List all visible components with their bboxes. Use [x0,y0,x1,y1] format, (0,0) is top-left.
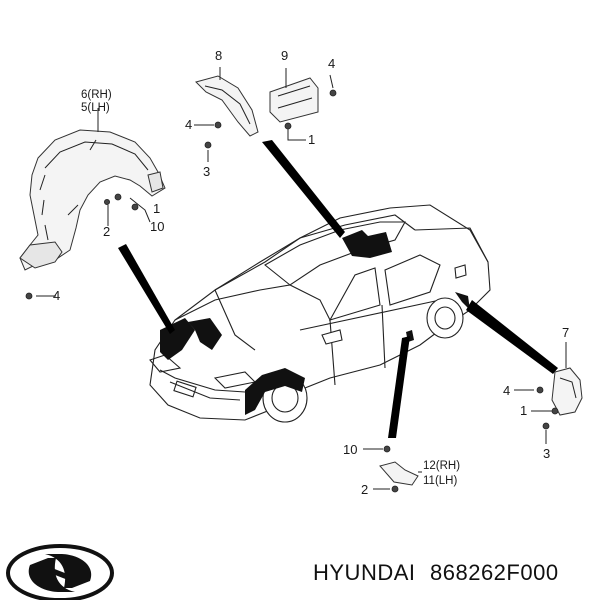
callout-3-right: 3 [543,446,550,461]
callout-4-right: 4 [503,383,510,398]
bracket-panel [269,68,337,141]
mud-flap-small [363,445,422,493]
splash-panel [194,67,259,162]
callout-labels: 6(RH) 5(LH) 1 10 2 4 8 4 3 9 4 1 7 4 1 3… [53,48,569,497]
callout-8: 8 [215,48,222,63]
callout-4-left: 4 [53,288,60,303]
callout-10-bottom: 10 [343,442,357,457]
callout-1-right: 1 [520,403,527,418]
callout-10-left: 10 [150,219,164,234]
callout-11-lh: 11(LH) [423,475,457,487]
callout-7: 7 [562,325,569,340]
callout-5-lh: 5(LH) [81,102,110,114]
callout-2-left: 2 [103,224,110,239]
callout-4-top: 4 [328,56,335,71]
callout-12-rh: 12(RH) [423,460,460,472]
callout-4-mid: 4 [185,117,192,132]
callout-2-bottom: 2 [361,482,368,497]
part-number: 868262F000 [430,560,559,585]
hyundai-logo [6,544,114,600]
pointers [118,140,558,438]
callout-9: 9 [281,48,288,63]
rear-wheel-guard [514,342,583,444]
brand-name: HYUNDAI [313,560,416,585]
callout-1-left: 1 [153,201,160,216]
car-illustration [149,204,491,423]
callout-6-rh: 6(RH) [81,89,112,101]
front-wheel-guard [19,108,166,300]
callout-1-top: 1 [308,132,315,147]
callout-3-mid: 3 [203,164,210,179]
